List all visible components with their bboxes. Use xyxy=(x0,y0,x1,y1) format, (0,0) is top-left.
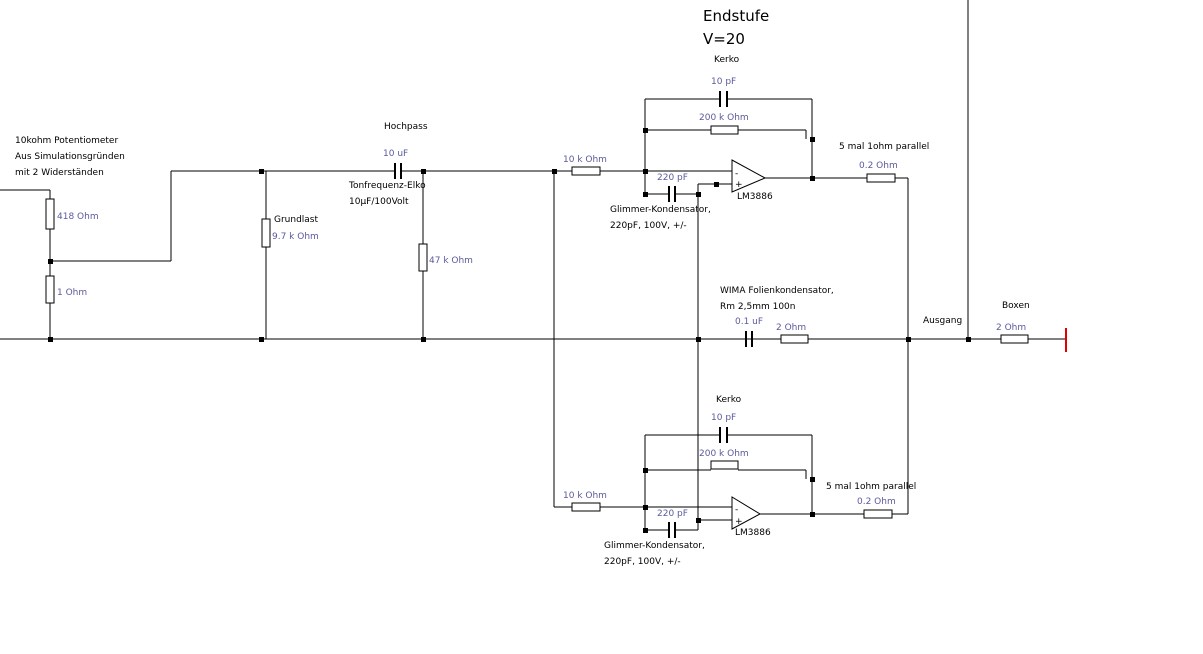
title-endstufe: Endstufe xyxy=(703,7,769,25)
note-ausgang: Ausgang xyxy=(923,316,962,326)
resistor-0-2-ohm-bottom xyxy=(863,509,893,519)
capacitor-220pF-top xyxy=(668,186,676,202)
opamp-top-plus: + xyxy=(735,180,743,190)
note-elko-2: 10µF/100Volt xyxy=(349,197,409,207)
capacitor-10pF-top xyxy=(719,91,728,107)
note-glimmer-bottom-2: 220pF, 100V, +/- xyxy=(604,557,681,567)
note-poti-1: 10kohm Potentiometer xyxy=(15,136,118,146)
resistor-1-ohm xyxy=(45,275,55,304)
resistor-grundlast xyxy=(261,218,271,248)
value-c01u: 0.1 uF xyxy=(735,317,763,327)
note-kerko-bottom: Kerko xyxy=(716,395,742,405)
resistors xyxy=(45,125,1029,519)
note-parallel-top: 5 mal 1ohm parallel xyxy=(839,142,929,152)
resistor-200k-top xyxy=(710,125,739,135)
junctions xyxy=(48,128,971,533)
note-elko-1: Tonfrequenz-Elko xyxy=(348,181,426,191)
resistor-2-ohm-load xyxy=(1000,334,1029,344)
resistor-418-ohm xyxy=(45,198,55,230)
note-wima-2: Rm 2,5mm 100n xyxy=(720,302,795,312)
labels: Endstufe V=20 10kohm Potentiometer Aus S… xyxy=(15,7,1030,567)
note-poti-3: mit 2 Widerständen xyxy=(15,168,104,178)
note-glimmer-bottom-1: Glimmer-Kondensator, xyxy=(604,541,705,551)
capacitor-220pF-bottom xyxy=(668,522,676,538)
opamp-bottom-plus: + xyxy=(735,517,743,527)
value-c220p-top: 220 pF xyxy=(657,173,688,183)
value-r2-zobel: 2 Ohm xyxy=(776,323,806,333)
value-r10k-bottom: 10 k Ohm xyxy=(563,491,607,501)
opamp-top-label: LM3886 xyxy=(737,192,773,202)
resistor-2-ohm-zobel xyxy=(780,334,809,344)
resistor-10k-top xyxy=(571,166,601,176)
resistor-200k-bottom xyxy=(710,460,739,470)
value-r2-load: 2 Ohm xyxy=(996,323,1026,333)
note-hochpass: Hochpass xyxy=(384,122,428,132)
note-glimmer-top-1: Glimmer-Kondensator, xyxy=(610,205,711,215)
value-c220p-bottom: 220 pF xyxy=(657,509,688,519)
value-r200k-top: 200 k Ohm xyxy=(699,113,749,123)
opamp-top: - + LM3886 xyxy=(731,159,773,202)
note-grundlast: Grundlast xyxy=(274,215,319,225)
value-c10p-bottom: 10 pF xyxy=(711,413,736,423)
resistor-47k xyxy=(418,243,428,272)
value-r02-top: 0.2 Ohm xyxy=(859,161,898,171)
value-r200k-bottom: 200 k Ohm xyxy=(699,449,749,459)
note-glimmer-top-2: 220pF, 100V, +/- xyxy=(610,221,687,231)
wires xyxy=(0,0,1065,531)
opamp-bottom: - + LM3886 xyxy=(731,496,771,538)
note-parallel-bottom: 5 mal 1ohm parallel xyxy=(826,482,916,492)
resistor-0-2-ohm-top xyxy=(866,173,896,183)
note-poti-2: Aus Simulationsgründen xyxy=(15,152,125,162)
value-c10p-top: 10 pF xyxy=(711,77,736,87)
value-r418: 418 Ohm xyxy=(57,212,99,222)
note-boxen: Boxen xyxy=(1002,301,1030,311)
value-r02-bottom: 0.2 Ohm xyxy=(857,497,896,507)
resistor-10k-bottom xyxy=(571,502,601,512)
capacitor-10pF-bottom xyxy=(719,427,728,443)
value-r1: 1 Ohm xyxy=(57,288,87,298)
value-r10k-top: 10 k Ohm xyxy=(563,155,607,165)
component-values: 418 Ohm 1 Ohm 9.7 k Ohm 10 uF 47 k Ohm 1… xyxy=(57,77,1026,519)
note-kerko-top: Kerko xyxy=(714,55,740,65)
value-c10u: 10 uF xyxy=(383,149,408,159)
opamp-bottom-label: LM3886 xyxy=(735,528,771,538)
title-gain: V=20 xyxy=(703,30,745,48)
value-r9k7: 9.7 k Ohm xyxy=(272,232,319,242)
value-r47k: 47 k Ohm xyxy=(429,256,473,266)
capacitors xyxy=(394,91,753,538)
opamp-top-minus: - xyxy=(735,169,738,179)
capacitor-0-1uF xyxy=(745,331,753,347)
opamp-bottom-minus: - xyxy=(735,505,738,515)
capacitor-10uF xyxy=(394,163,402,179)
note-wima-1: WIMA Folienkondensator, xyxy=(720,286,834,296)
